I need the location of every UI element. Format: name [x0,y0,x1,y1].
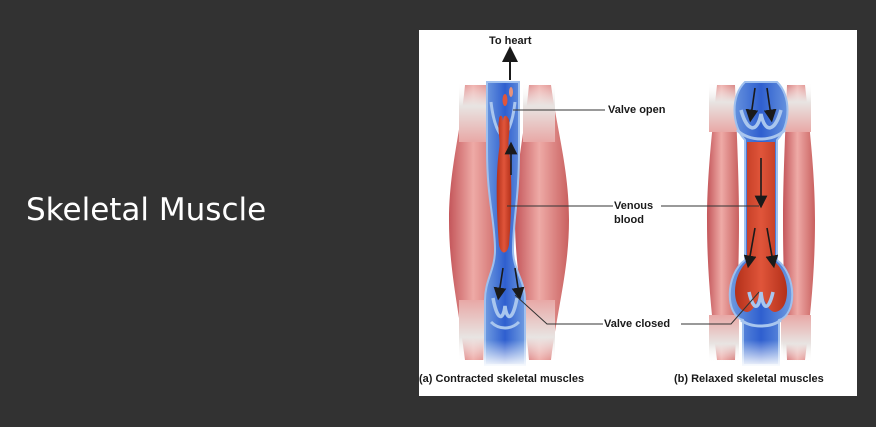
caption-contracted: (a) Contracted skeletal muscles [419,373,585,385]
label-to-heart: To heart [489,35,532,47]
leader-valve-closed-a [514,294,603,325]
venous-return-figure: To heart Valve open Venous blood Valve c… [419,30,857,396]
label-valve-closed: Valve closed [604,318,671,330]
leader-valve-closed-b [681,291,760,325]
label-valve-open: Valve open [608,104,666,116]
slide-title: Skeletal Muscle [26,192,267,228]
muscle-pump-illustration [449,46,815,368]
label-venous-blood-line1: Venous [614,200,654,212]
caption-relaxed: (b) Relaxed skeletal muscles [674,373,824,385]
label-venous-blood-line2: blood [614,214,644,226]
